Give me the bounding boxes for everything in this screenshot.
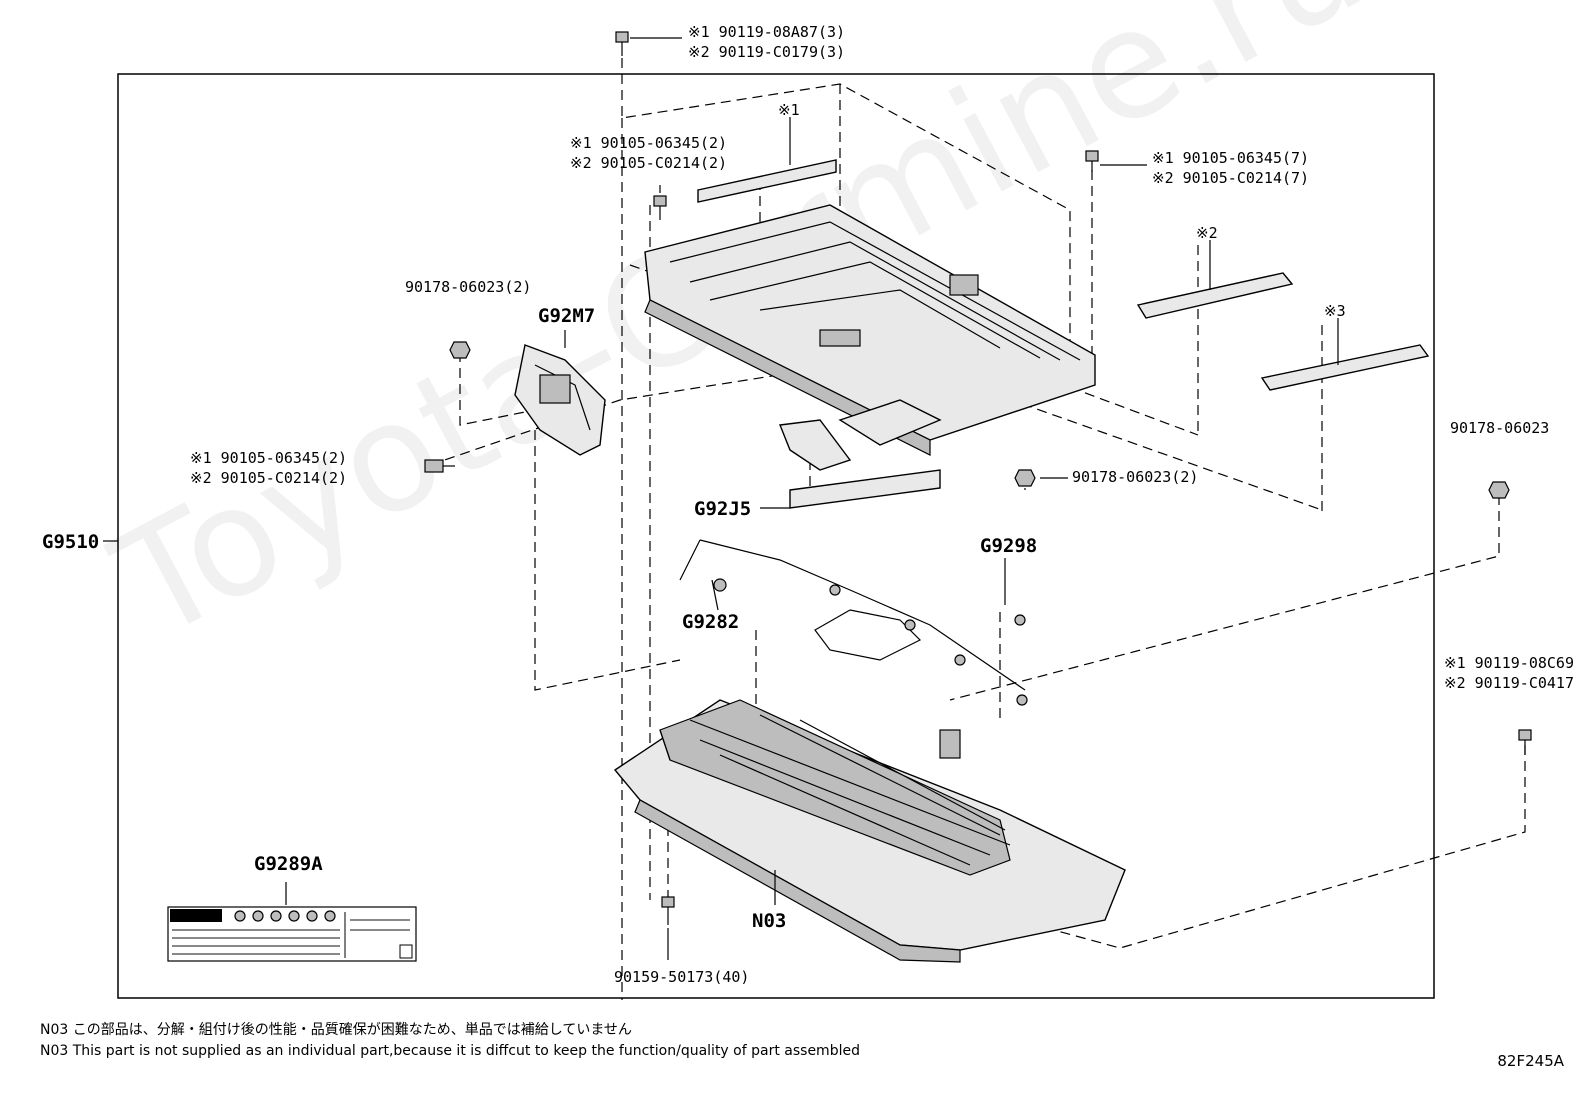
front-bolt-icon	[1518, 729, 1532, 755]
diagram-frame	[117, 73, 1435, 999]
battery-part-label: N03	[752, 910, 786, 932]
caution-label-graphic	[167, 906, 417, 962]
nut-right-icon	[1488, 481, 1510, 499]
side-bolt-icon	[424, 459, 455, 473]
seal-strip-2	[1136, 272, 1294, 319]
sensor-clip	[779, 419, 852, 471]
right-bolt-label-2: ※2 90105-C0214(7)	[1152, 169, 1309, 187]
left-bolt-icon	[653, 195, 667, 220]
sensor-part-label: G92J5	[694, 498, 751, 520]
fasteners	[424, 31, 1532, 925]
side-bolt-label-1: ※1 90105-06345(2)	[190, 449, 347, 467]
nut-right-label: 90178-06023	[1450, 419, 1549, 437]
front-bolt-label-2: ※2 90119-C0417	[1444, 674, 1574, 692]
nut-left-icon	[449, 341, 471, 359]
harness-part-label: G9298	[980, 535, 1037, 557]
upper-cover-assembly	[644, 204, 1096, 456]
right-bolt-icon	[1085, 150, 1099, 172]
caution-label-part-label: G9289A	[254, 853, 323, 875]
mark-3-label: ※3	[1324, 302, 1346, 320]
note-english: N03 This part is not supplied as an indi…	[40, 1043, 860, 1059]
bracket-part-label: G92M7	[538, 305, 595, 327]
diagram-code: 82F245A	[1497, 1052, 1564, 1070]
seal-strip-1	[697, 159, 837, 203]
bottom-bolt-label: 90159-50173(40)	[614, 968, 749, 986]
bracket	[514, 344, 606, 456]
nut-center-label: 90178-06023(2)	[1072, 468, 1198, 486]
assembly-part-label: G9510	[42, 531, 99, 553]
note-japanese: N03 この部品は、分解・組付け後の性能・品質確保が困難なため、単品では補給して…	[40, 1022, 632, 1038]
front-bolt-label-1: ※1 90119-08C69	[1444, 654, 1574, 672]
seal-strip-3	[1260, 344, 1430, 391]
left-bolt-label-1: ※1 90105-06345(2)	[570, 134, 727, 152]
wire-harness	[679, 539, 1028, 706]
battery-module	[613, 699, 1126, 963]
sensor-bar	[789, 469, 941, 509]
top-bolt-label-1: ※1 90119-08A87(3)	[688, 23, 845, 41]
leaders	[285, 37, 1147, 960]
side-bolt-label-2: ※2 90105-C0214(2)	[190, 469, 347, 487]
nut-left-label: 90178-06023(2)	[405, 278, 531, 296]
bottom-bolt-icon	[661, 896, 675, 925]
top-bolt-label-2: ※2 90119-C0179(3)	[688, 43, 845, 61]
left-bolt-label-2: ※2 90105-C0214(2)	[570, 154, 727, 172]
mark-1-label: ※1	[778, 101, 800, 119]
mark-2-label: ※2	[1196, 224, 1218, 242]
nut-center-icon	[1014, 469, 1036, 487]
clamp-part-label: G9282	[682, 611, 739, 633]
top-bolt-icon	[615, 31, 629, 56]
right-bolt-label-1: ※1 90105-06345(7)	[1152, 149, 1309, 167]
